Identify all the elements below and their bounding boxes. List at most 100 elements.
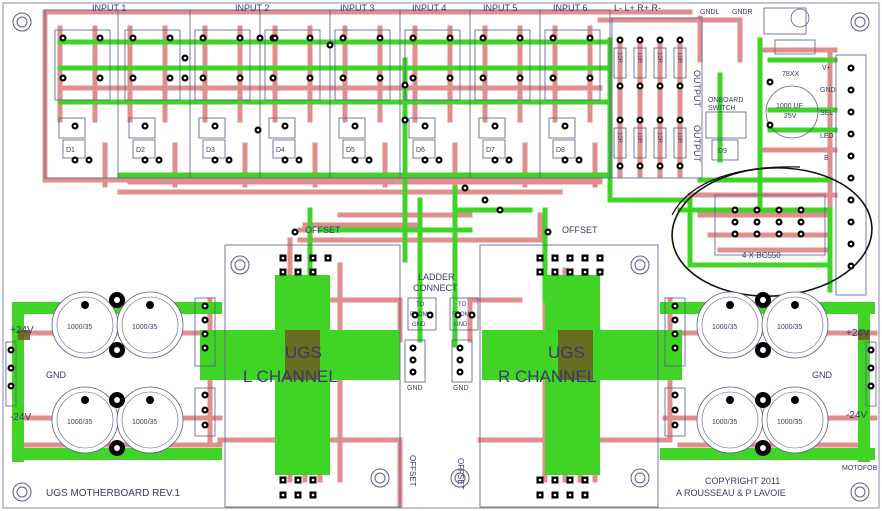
pad-drill <box>143 124 147 128</box>
pad-drill <box>448 76 452 80</box>
pad-drill <box>238 36 242 40</box>
pad-drill <box>403 118 407 122</box>
pad-drill <box>733 220 737 224</box>
diode-outline <box>198 117 226 139</box>
pad-drill <box>311 256 315 260</box>
pad-drill <box>61 76 65 80</box>
diode-outline <box>58 117 86 139</box>
capacitor-ring <box>56 391 114 449</box>
pad-drill <box>678 118 682 122</box>
pad-drill <box>256 128 260 132</box>
pad-drill <box>768 80 772 84</box>
ladder-title: LADDER <box>418 272 455 282</box>
diode-outline <box>128 117 156 139</box>
pad-drill <box>849 220 853 224</box>
relay-outline <box>474 29 531 101</box>
left-channel-title: UGS <box>285 343 322 362</box>
pad-drill <box>673 393 677 397</box>
pad-drill <box>168 36 172 40</box>
pad-drill <box>518 76 522 80</box>
capacitor-pad <box>146 301 154 309</box>
pad-drill <box>311 270 315 274</box>
pad-drill <box>849 198 853 202</box>
pad-drill <box>551 36 555 40</box>
capacitor-outline <box>761 386 829 454</box>
pad-drill <box>297 158 301 162</box>
pad-drill <box>577 158 581 162</box>
ladder-gnd-right: GND <box>454 322 468 328</box>
pad-drill <box>538 478 542 482</box>
pad-drill <box>157 158 161 162</box>
pad-drill <box>201 76 205 80</box>
pad-drill <box>755 220 759 224</box>
mounting-hole <box>16 16 28 28</box>
pad-drill <box>203 332 207 336</box>
pad-drill <box>308 76 312 80</box>
diode-d9: D9 <box>718 148 727 155</box>
pad-drill <box>403 83 407 87</box>
pad-drill <box>755 232 759 236</box>
capacitor-center-hole <box>760 397 766 403</box>
pad-drill <box>638 164 642 168</box>
pad-drill <box>378 76 382 80</box>
pad-drill <box>551 76 555 80</box>
pad-drill <box>87 158 91 162</box>
pin-led: LED <box>820 133 834 140</box>
green-traces <box>57 37 838 348</box>
pad-drill <box>583 270 587 274</box>
pad-drill <box>281 270 285 274</box>
capacitor-center-hole <box>114 297 120 303</box>
pad-drill <box>183 76 187 80</box>
pad-drill <box>311 493 315 497</box>
mounting-hole <box>854 16 866 28</box>
mounting-hole-ring <box>230 255 250 275</box>
pad-drill <box>227 158 231 162</box>
pad-drill <box>777 208 781 212</box>
board-logo: MOTOFOB <box>842 465 878 472</box>
input-header-2: INPUT 2 <box>235 3 269 13</box>
relay-outline <box>544 29 601 101</box>
resistor-label: 10R <box>636 132 642 144</box>
diode-outline <box>408 117 436 139</box>
pad-drill <box>673 332 677 336</box>
overlap-regions <box>18 330 870 380</box>
pad-drill <box>448 36 452 40</box>
pad-drill <box>673 423 677 427</box>
pad-drill <box>273 36 277 40</box>
pad-drill <box>341 36 345 40</box>
pad-drill <box>658 84 662 88</box>
pin-b: B <box>824 155 829 162</box>
pad-drill <box>538 493 542 497</box>
pad-drill <box>203 346 207 350</box>
diode-label-7: D7 <box>486 147 495 154</box>
pad-drill <box>553 493 557 497</box>
pad-drill <box>583 493 587 497</box>
pad-drill <box>311 478 315 482</box>
pad-drill <box>168 76 172 80</box>
resistor-outline <box>633 127 647 159</box>
capacitor-label: 1000/35 <box>712 419 737 426</box>
mounting-hole <box>454 472 466 484</box>
pad-drill <box>869 366 873 370</box>
pad-drill <box>678 164 682 168</box>
pad-drill <box>849 242 853 246</box>
mounting-hole-ring <box>850 12 870 32</box>
input-section <box>44 9 611 179</box>
pad-drill <box>849 264 853 268</box>
pad-drill <box>203 318 207 322</box>
mounting-hole-ring <box>630 255 650 275</box>
output-header: L- L+ R+ R- <box>614 3 661 13</box>
capacitor-label: 1000/35 <box>777 419 802 426</box>
mounting-hole-ring <box>370 468 390 488</box>
diode-outline <box>268 117 296 139</box>
pad-drill <box>849 132 853 136</box>
pad-drill <box>733 208 737 212</box>
pad-drill <box>483 198 487 202</box>
pad-drill <box>658 38 662 42</box>
pad-drill <box>423 124 427 128</box>
ladder-subtitle: CONNECT <box>413 283 458 293</box>
pad-drill <box>618 118 622 122</box>
right-channel-name: R CHANNEL <box>498 367 596 386</box>
resistor-label: 10R <box>656 132 662 144</box>
